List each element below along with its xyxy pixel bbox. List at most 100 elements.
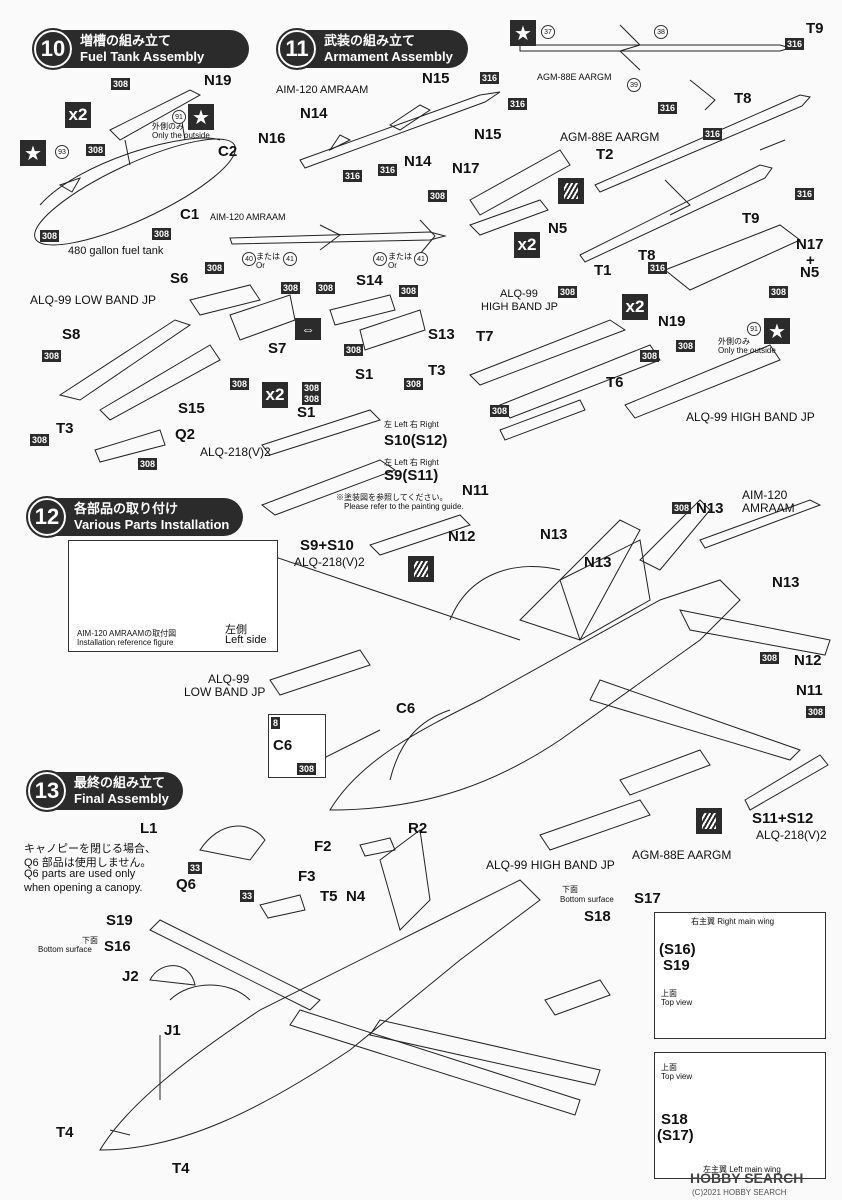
caption: LOW BAND JP — [184, 685, 266, 699]
part-label: N19 — [204, 72, 232, 89]
star-marker: ★ — [20, 140, 46, 166]
paint-code: 308 — [760, 652, 780, 664]
part-label: S15 — [178, 400, 205, 417]
top-view-en: Top view — [661, 998, 693, 1007]
top-view-jp: 上面 — [661, 989, 677, 998]
top-view-jp: 上面 — [661, 1063, 677, 1072]
paint-code: 308 — [111, 78, 131, 90]
note-en: Only the outside — [718, 346, 776, 355]
paint-code: 308 — [769, 286, 789, 298]
part-label: T8 — [638, 247, 656, 264]
part-label: N5 — [548, 220, 568, 237]
part-label: N14 — [404, 153, 432, 170]
left-wing-detail-box: 上面 Top view S18 (S17) 左主翼 Left main wing — [654, 1052, 826, 1179]
part-label: S13 — [428, 326, 455, 343]
install-note-en: Installation reference figure — [77, 638, 174, 647]
caption: ALQ-99 LOW BAND JP — [30, 293, 157, 307]
left-right-note: 左 Left 右 Right — [384, 458, 439, 467]
part-number-circle: 91 — [747, 322, 761, 336]
part-label: T4 — [172, 1160, 190, 1177]
part-label: T8 — [734, 90, 752, 107]
canopy-note-jp2: Q6 部品は使用しません。 — [24, 857, 152, 869]
part-label: T3 — [56, 420, 74, 437]
left-side-en: Left side — [225, 634, 267, 646]
part-label: S16 — [104, 938, 131, 955]
star-marker: ★ — [510, 20, 536, 46]
paint-code: 316 — [480, 72, 500, 84]
part-label: N11 — [796, 682, 823, 699]
part-label: T5 — [320, 888, 338, 905]
step-12-header: 12 各部品の取り付け Various Parts Installation — [26, 496, 243, 538]
part-label: C2 — [218, 143, 238, 160]
bottom-surface-en: Bottom surface — [38, 945, 92, 954]
part-label: R2 — [408, 820, 428, 837]
part-label: N11 — [462, 482, 489, 499]
paint-code: 308 — [490, 405, 510, 417]
caption: ALQ-99 HIGH BAND JP — [486, 858, 615, 872]
paint-code: 316 — [703, 128, 723, 140]
note-jp: 外側のみ — [152, 122, 184, 131]
step-10-header: 10 増槽の組み立て Fuel Tank Assembly — [32, 28, 249, 70]
part-label: T1 — [594, 262, 612, 279]
quantity-x2-badge: x2 — [262, 382, 288, 408]
paint-code: 308 — [205, 262, 225, 274]
paint-code: 308 — [428, 190, 448, 202]
paint-code: 308 — [399, 285, 419, 297]
paint-code: 316 — [785, 38, 805, 50]
plus-sign: + — [806, 252, 815, 269]
quantity-x2-badge: x2 — [65, 102, 91, 128]
step-title-en: Armament Assembly — [324, 49, 453, 64]
caption: ALQ-218(V)2 — [294, 555, 365, 569]
part-label: C1 — [180, 206, 200, 223]
part-label: S11+S12 — [752, 810, 814, 827]
left-right-note: 左 Left 右 Right — [384, 420, 439, 429]
quantity-x2-badge: x2 — [514, 232, 540, 258]
part-number-circle: 40 — [373, 252, 387, 266]
paint-code: 308 — [40, 230, 60, 242]
part-label: S7 — [268, 340, 287, 357]
part-label: S6 — [170, 270, 189, 287]
step-11-header: 11 武装の組み立て Armament Assembly — [276, 28, 468, 70]
part-label: N17 — [796, 236, 824, 253]
paint-code: 308 — [672, 502, 692, 514]
step-title-jp: 最終の組み立て — [74, 775, 166, 790]
part-label: S10(S12) — [384, 432, 448, 449]
part-label: T4 — [56, 1124, 74, 1141]
part-label: J2 — [122, 968, 139, 985]
caption: AIM-120 AMRAAM — [210, 212, 286, 222]
step-title-jp: 各部品の取り付け — [74, 501, 179, 516]
caption: 480 gallon fuel tank — [68, 245, 164, 257]
paint-code: 308 — [302, 382, 322, 394]
part-label: C6 — [396, 700, 416, 717]
part-label: N15 — [474, 126, 502, 143]
paint-code: 316 — [378, 164, 398, 176]
paint-code: 316 — [658, 102, 678, 114]
paint-code: 316 — [795, 188, 815, 200]
step-title-en: Fuel Tank Assembly — [80, 49, 205, 64]
caption: AGM-88E AARGM — [537, 72, 612, 82]
left-side-jp: 左側 — [225, 624, 247, 636]
paint-code: 308 — [640, 350, 660, 362]
bottom-surface-jp: 下面 — [82, 936, 98, 945]
paint-stripe-icon — [696, 808, 722, 834]
paint-code: 308 — [297, 763, 317, 775]
note-jp: 外側のみ — [718, 337, 750, 346]
part-label: Q2 — [175, 426, 196, 443]
part-number-circle: 40 — [242, 252, 256, 266]
note-en: Only the outside — [152, 131, 210, 140]
part-label: L1 — [140, 820, 158, 837]
or-jp: または — [388, 252, 412, 261]
part-label: S8 — [62, 326, 81, 343]
part-label: T7 — [476, 328, 494, 345]
paint-code: 33 — [188, 862, 203, 874]
part-number-circle: 41 — [414, 252, 428, 266]
paint-code: 308 — [86, 144, 106, 156]
fuel-tank — [34, 138, 236, 246]
part-label: S14 — [356, 272, 383, 289]
part-label: T2 — [596, 146, 614, 163]
part-label: S1 — [355, 366, 374, 383]
canopy-note-en1: Q6 parts are used only — [24, 868, 136, 880]
part-number-circle: 41 — [283, 252, 297, 266]
canopy-note-en2: when opening a canopy. — [24, 882, 143, 894]
